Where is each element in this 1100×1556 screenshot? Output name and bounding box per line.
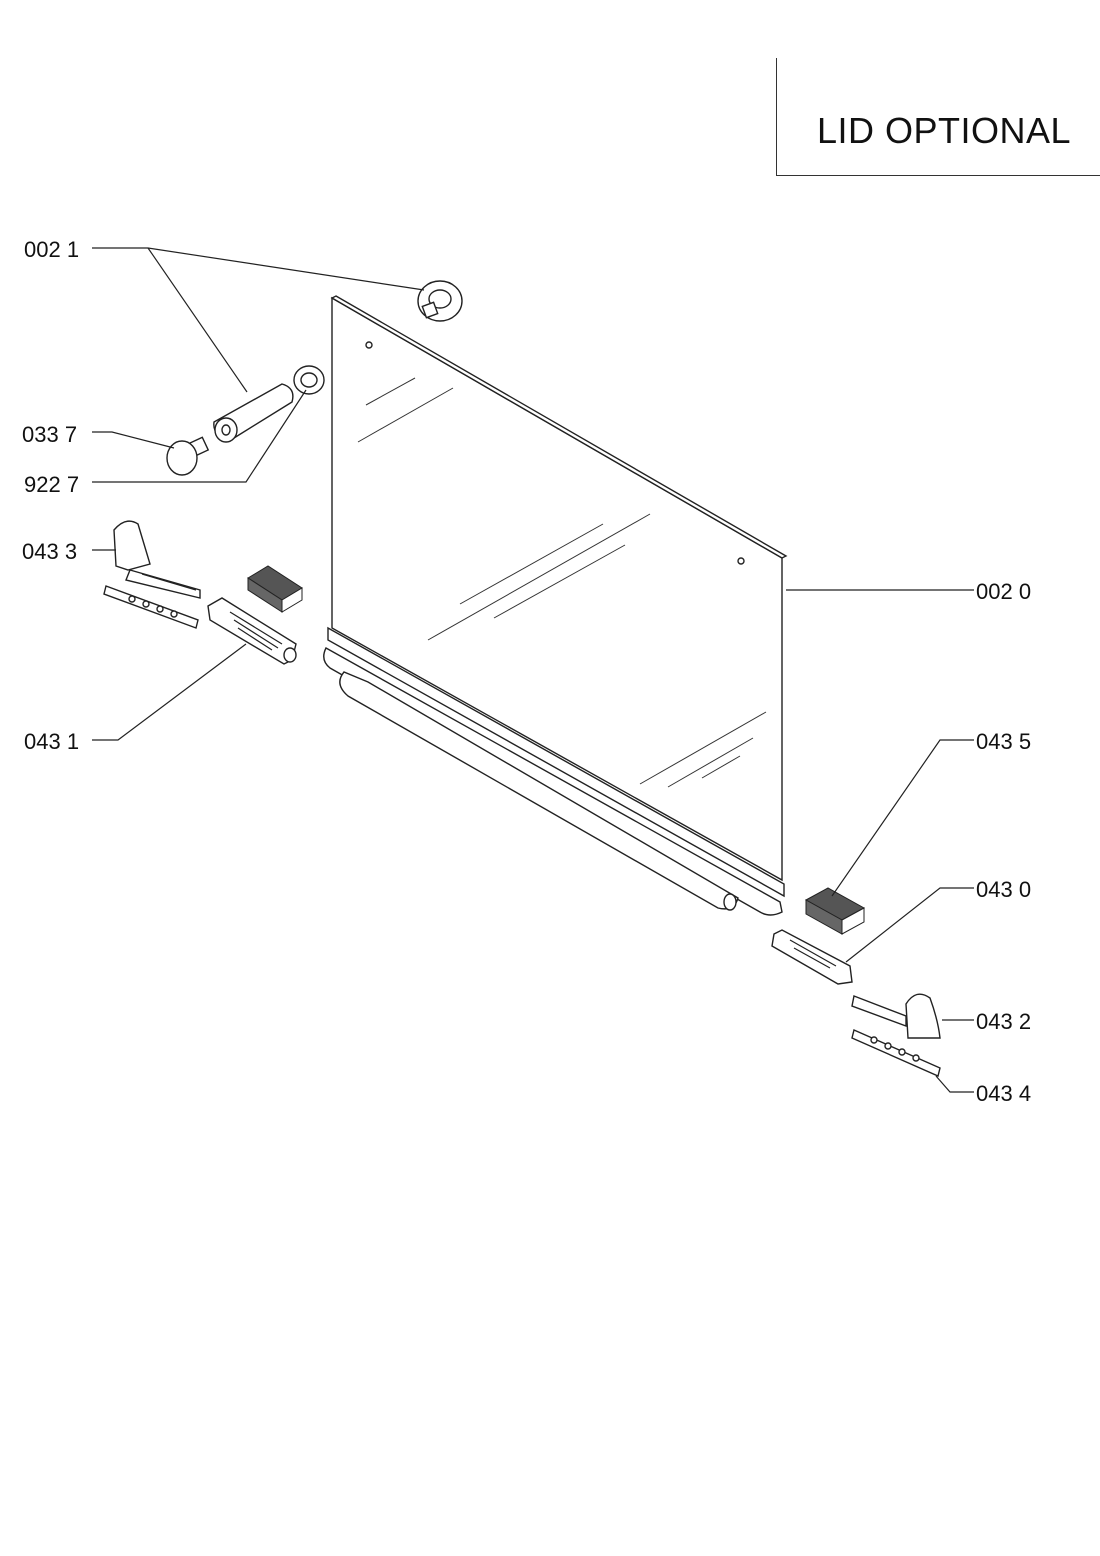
glass-lid-panel — [330, 295, 788, 882]
callout-label: 002 1 — [24, 237, 80, 262]
leader-lines — [92, 247, 974, 1093]
title-box: LID OPTIONAL — [776, 58, 1100, 176]
callout-label: 033 7 — [22, 422, 78, 447]
page-title: LID OPTIONAL — [817, 110, 1072, 151]
hinge-spring-pin-left — [207, 597, 297, 665]
callout-label: 043 0 — [976, 877, 1032, 902]
knob — [166, 436, 210, 476]
hinge-bracket-right — [851, 993, 941, 1039]
callout-label: 002 0 — [976, 579, 1032, 604]
foam-pad-right — [804, 887, 866, 935]
foam-pad-left — [247, 565, 303, 613]
callout-label: 043 1 — [24, 729, 80, 754]
hinge-spring-pin-right — [771, 929, 853, 985]
hinge-plate-right — [851, 1029, 941, 1077]
callout-label: 043 4 — [976, 1081, 1032, 1106]
hinge-bracket-left — [113, 520, 201, 599]
spacer-tube — [213, 383, 294, 443]
callout-label: 043 2 — [976, 1009, 1032, 1034]
washer-ring — [293, 365, 325, 395]
lid-bottom-rail — [323, 626, 785, 916]
knob-washer-top — [417, 280, 463, 322]
callout-label: 043 5 — [976, 729, 1032, 754]
callout-label: 922 7 — [24, 472, 80, 497]
hinge-plate-left — [103, 585, 199, 629]
callout-label: 043 3 — [22, 539, 78, 564]
